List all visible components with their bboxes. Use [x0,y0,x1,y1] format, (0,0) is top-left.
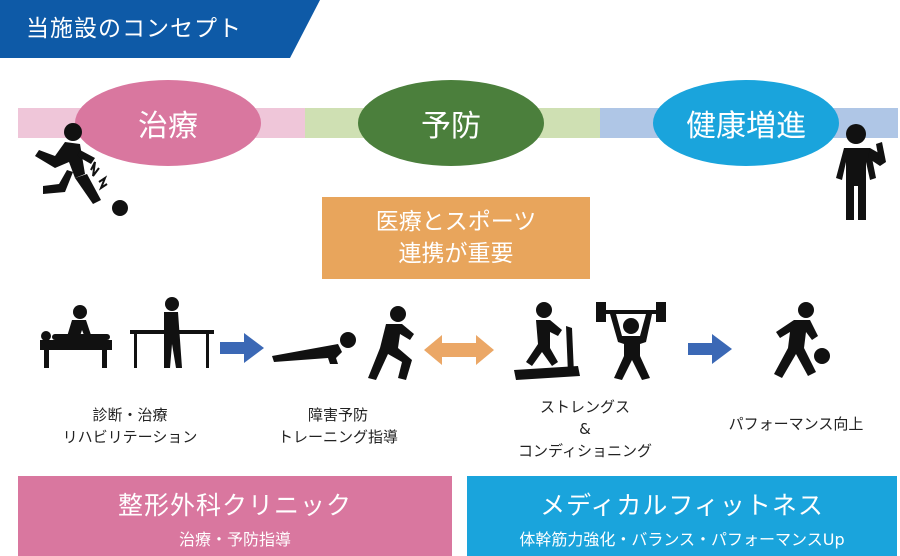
basketball-player-icon [774,302,830,378]
step-3-line-2: & [579,420,591,438]
weightlifting-icon [596,302,666,380]
fitness-title: メディカルフィットネス [540,491,824,520]
injured-player-icon [35,123,128,216]
treadmill-icon [514,302,580,380]
standing-person-icon [836,124,886,220]
step-1-line-2: リハビリテーション [62,428,198,446]
phase-prevention: 予防 [358,80,544,166]
bidirectional-arrow [424,335,494,365]
phase-treatment: 治療 [75,80,261,166]
massage-therapy-icon [40,305,112,368]
page-title-banner: 当施設のコンセプト [0,0,320,58]
step-3-line-1: ストレングス [539,398,630,416]
step-1-line-1: 診断・治療 [92,406,168,424]
flow-arrow-2 [688,334,732,364]
phase-health-label: 健康増進 [686,109,806,144]
step-2-line-1: 障害予防 [307,406,368,424]
phase-prevention-label: 予防 [421,109,481,144]
clinic-title: 整形外科クリニック [117,491,352,520]
flow-arrow-1 [220,333,264,363]
phase-health: 健康増進 [653,80,839,166]
medical-sports-collaboration-box: 医療とスポーツ 連携が重要 [322,197,590,279]
collab-line-2: 連携が重要 [398,241,514,267]
plank-exercise-icon [272,332,356,364]
step-caption-strength: ストレングス & コンディショニング [490,396,680,462]
step-caption-performance: パフォーマンス向上 [706,413,886,435]
facility-fitness: メディカルフィットネス 体幹筋力強化・バランス・パフォーマンスUp [467,476,897,556]
fitness-subtitle: 体幹筋力強化・バランス・パフォーマンスUp [519,530,845,549]
phase-treatment-label: 治療 [138,109,198,144]
collab-line-1: 医療とスポーツ [375,209,537,235]
step-2-line-2: トレーニング指導 [277,428,398,446]
step-caption-diagnosis: 診断・治療 リハビリテーション [20,404,240,448]
facility-clinic: 整形外科クリニック 治療・予防指導 [18,476,452,556]
squat-exercise-icon [368,306,414,380]
step-3-line-3: コンディショニング [518,442,652,460]
step-4-line-1: パフォーマンス向上 [728,415,864,433]
walking-rehab-icon [130,297,214,368]
step-caption-prevention: 障害予防 トレーニング指導 [248,404,428,448]
clinic-subtitle: 治療・予防指導 [178,530,291,549]
